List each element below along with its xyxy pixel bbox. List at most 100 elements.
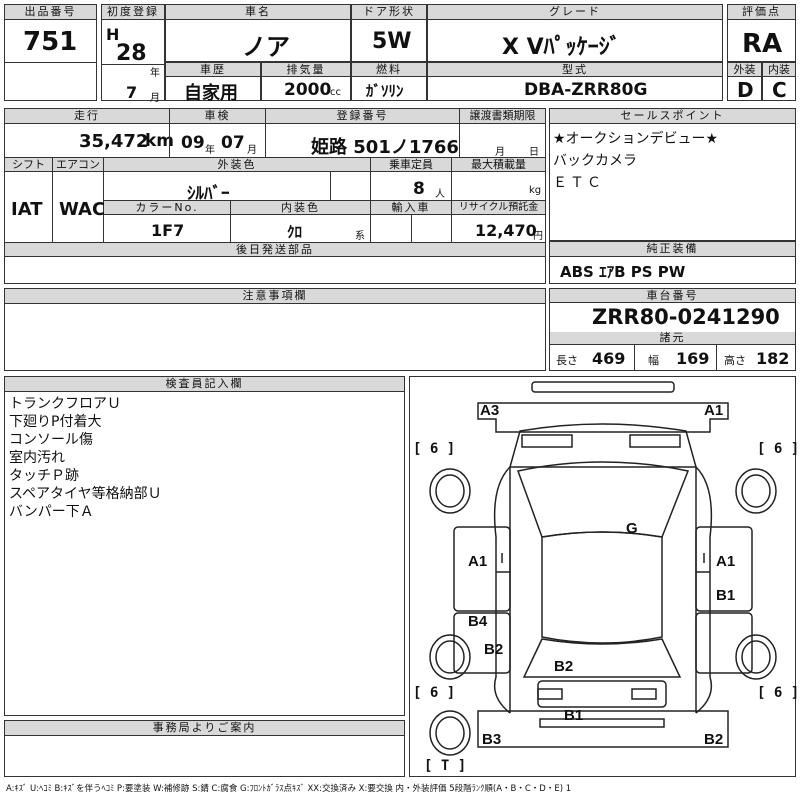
car-name-box: 車名 ノア [165, 4, 351, 62]
transfer-month-unit: 月 [495, 147, 505, 158]
lot-box: 出品番号 751 [4, 4, 97, 101]
int-label: 内装 [763, 63, 795, 77]
history-box: 車歴 自家用 [165, 62, 261, 104]
exterior-color: ｼﾙﾊﾞｰ [187, 184, 230, 204]
spare-tire-mark: [ T ] [424, 758, 467, 774]
tire-tread-fr: [ 6 ] [757, 441, 800, 457]
color-number: 1F7 [151, 221, 185, 240]
load-unit: kg [529, 185, 542, 196]
damage-mark: A1 [716, 553, 736, 570]
int-box: 内装 C [762, 62, 796, 102]
equipment-box: 純正装備 ABS ｴｱB PS PW [549, 241, 796, 284]
displacement: 2000 [284, 80, 332, 100]
chassis-label: 車台番号 [550, 289, 795, 303]
int-score: C [772, 78, 787, 102]
damage-mark: G [626, 520, 638, 537]
ext-label: 外装 [728, 63, 761, 77]
ac: WAC [59, 199, 106, 220]
lot-number: 751 [23, 27, 78, 57]
displacement-box: 排気量 2000 cc [261, 62, 351, 101]
specs-label: 諸元 [550, 332, 795, 345]
insp-month-unit: 月 [247, 145, 257, 156]
chassis-box: 車台番号 ZRR80-0241290 諸元 長さ 469 幅 169 高さ 18… [549, 288, 796, 371]
tire-tread-rl: [ 6 ] [413, 685, 456, 701]
tire-tread-fl: [ 6 ] [413, 441, 456, 457]
inspector-line: コンソール傷 [9, 432, 93, 448]
inspector-line: バンパー下Ａ [9, 504, 94, 520]
capacity-unit: 人 [435, 189, 445, 200]
inspector-line: 室内汚れ [9, 450, 65, 466]
fuel: ｶﾞｿﾘﾝ [366, 82, 404, 100]
int-color-label: 内装色 [231, 201, 370, 215]
car-diagram: A3 A1 G A1 A1 B4 B1 B2 B2 B1 B3 B2 [ 6 ]… [409, 376, 800, 777]
registration-number: 姫路 501ノ1766 [311, 137, 459, 158]
era: H [106, 25, 120, 44]
color-no-label: カラーNo. [104, 201, 230, 215]
model-label: 型式 [428, 63, 722, 77]
shift-label: シフト [5, 158, 52, 172]
inspector-label: 検査員記入欄 [5, 377, 404, 392]
model: DBA-ZRR80G [524, 80, 648, 100]
damage-legend: A:ｷｽﾞ U:ﾍｺﾐ B:ｷｽﾞを伴うﾍｺﾐ P:要塗装 W:補修跡 S:錆 … [6, 784, 572, 794]
ext-score: D [737, 78, 754, 102]
first-reg-label: 初度登録 [102, 5, 164, 20]
grade: X Vﾊﾟｯｹｰｼﾞ [502, 35, 621, 60]
displacement-label: 排気量 [262, 63, 350, 77]
inspector-box: 検査員記入欄 トランクフロアＵ 下廻りP付着大 コンソール傷 室内汚れ タッチＰ… [4, 376, 405, 716]
damage-mark: B3 [482, 731, 502, 748]
sales-point-label: セールスポイント [550, 109, 795, 124]
month-unit: 月 [150, 93, 160, 104]
chassis-number: ZRR80-0241290 [592, 305, 780, 329]
mileage-unit: km [145, 131, 175, 151]
mileage-label: 走行 [5, 109, 169, 124]
displacement-unit: cc [330, 87, 341, 98]
width: 169 [676, 349, 710, 368]
reg-label: 登録番号 [266, 109, 459, 124]
equipment-label: 純正装備 [550, 242, 795, 257]
mileage: 35,472 [79, 131, 149, 152]
capacity: 8 [413, 179, 425, 199]
damage-mark: A1 [468, 553, 488, 570]
insp-month: 07 [221, 133, 245, 153]
load-label: 最大積載量 [452, 158, 545, 172]
door-box: ドア形状 5W [351, 4, 427, 62]
sales-point-line: バックカメラ [553, 153, 637, 169]
first-reg-year: 28 [116, 41, 147, 66]
damage-mark: B2 [554, 658, 574, 675]
later-parts-label: 後日発送部品 [5, 243, 545, 257]
damage-mark: B4 [468, 613, 488, 630]
length-label: 長さ [556, 354, 578, 367]
door-type: 5W [372, 29, 412, 54]
grade-box: グレード X Vﾊﾟｯｹｰｼﾞ [427, 4, 723, 62]
door-label: ドア形状 [352, 5, 426, 20]
grade-label: グレード [428, 5, 722, 20]
fuel-box: 燃料 ｶﾞｿﾘﾝ [351, 62, 427, 101]
inspection-label: 車検 [170, 109, 265, 124]
color-label: 外装色 [104, 158, 370, 172]
int-color-unit: 系 [355, 231, 365, 242]
insp-year: 09 [181, 133, 205, 153]
recycle-unit: 円 [533, 231, 543, 242]
damage-mark: B1 [564, 707, 584, 724]
score-label: 評価点 [728, 5, 795, 20]
insp-year-unit: 年 [205, 145, 215, 156]
height: 182 [756, 349, 790, 368]
shift: IAT [11, 199, 43, 220]
score: RA [742, 29, 783, 59]
first-reg-month: 7 [126, 83, 138, 102]
transfer-day-unit: 日 [529, 147, 539, 158]
vehicle-info-box: 走行 35,472 km 車検 09 年 07 月 登録番号 姫路 501ノ17… [4, 108, 546, 284]
ac-label: エアコン [53, 158, 103, 172]
sales-point-line: ★オークションデビュー★ [553, 131, 719, 147]
damage-mark: B2 [704, 731, 724, 748]
notes-box: 注意事項欄 [4, 288, 546, 371]
inspector-line: スペアタイヤ等格納部Ｕ [9, 486, 162, 502]
inspector-line: 下廻りP付着大 [9, 414, 102, 430]
score-box: 評価点 RA [727, 4, 796, 62]
length: 469 [592, 349, 626, 368]
interior-color: ｸﾛ [287, 223, 303, 241]
sales-point-box: セールスポイント ★オークションデビュー★ バックカメラ ＥＴＣ [549, 108, 796, 241]
recycle-fee: 12,470 [475, 221, 537, 240]
ext-box: 外装 D [727, 62, 762, 102]
damage-mark: B1 [716, 587, 736, 604]
